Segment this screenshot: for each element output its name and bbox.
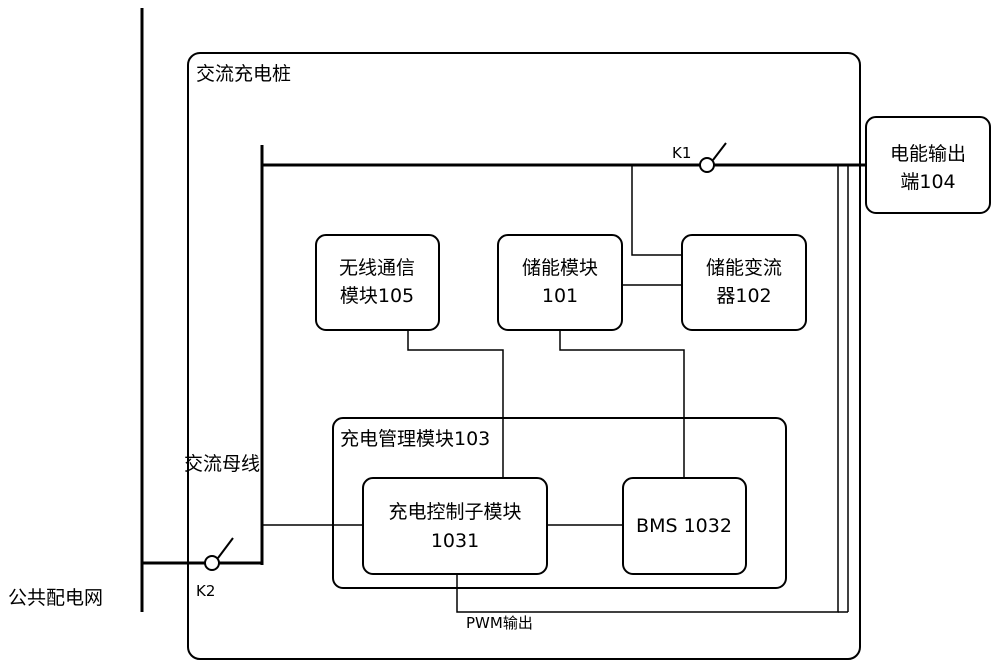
output-terminal-box [865, 116, 991, 214]
pwm-output-wire [456, 165, 839, 613]
output-terminal-line1: 电能输出 [890, 143, 966, 165]
charge-control-submodule-line1: 充电控制子模块 [388, 501, 521, 523]
storage-module-line1: 储能模块 [522, 257, 598, 279]
charging-pile-label: 交流充电桩 [196, 63, 291, 85]
ac-bus-label: 交流母线 [184, 453, 260, 475]
switch-k2-contact [204, 555, 220, 571]
storage-module-line2: 101 [542, 285, 578, 307]
pwm-output-label: PWM输出 [466, 614, 533, 632]
switch-k1-contact [699, 157, 715, 173]
storage-to-bms-wire [559, 330, 685, 478]
switch-k1-blade [712, 142, 727, 161]
wireless-module-line1: 无线通信 [339, 257, 415, 279]
storage-converter-box [681, 234, 807, 331]
charge-mgmt-module-label: 充电管理模块103 [340, 428, 490, 450]
storage-converter-line2: 器102 [716, 285, 771, 307]
wireless-module-line2: 模块105 [340, 285, 414, 307]
bms-box [622, 477, 747, 575]
switch-k2-blade [217, 537, 234, 559]
storage-module-box [497, 234, 623, 331]
switch-k1-label: K1 [672, 144, 691, 162]
bms-label: BMS 1032 [636, 515, 732, 537]
charge-control-submodule-line2: 1031 [431, 530, 479, 552]
public-grid-label: 公共配电网 [8, 587, 103, 609]
wireless-to-control-wire [407, 330, 504, 478]
switch-k2-label: K2 [196, 582, 215, 600]
charge-control-submodule-box [362, 477, 548, 575]
storage-converter-line1: 储能变流 [706, 257, 782, 279]
wireless-module-box [315, 234, 440, 331]
output-terminal-line2: 端104 [900, 171, 955, 193]
mainline-to-converter-wire [631, 165, 682, 256]
